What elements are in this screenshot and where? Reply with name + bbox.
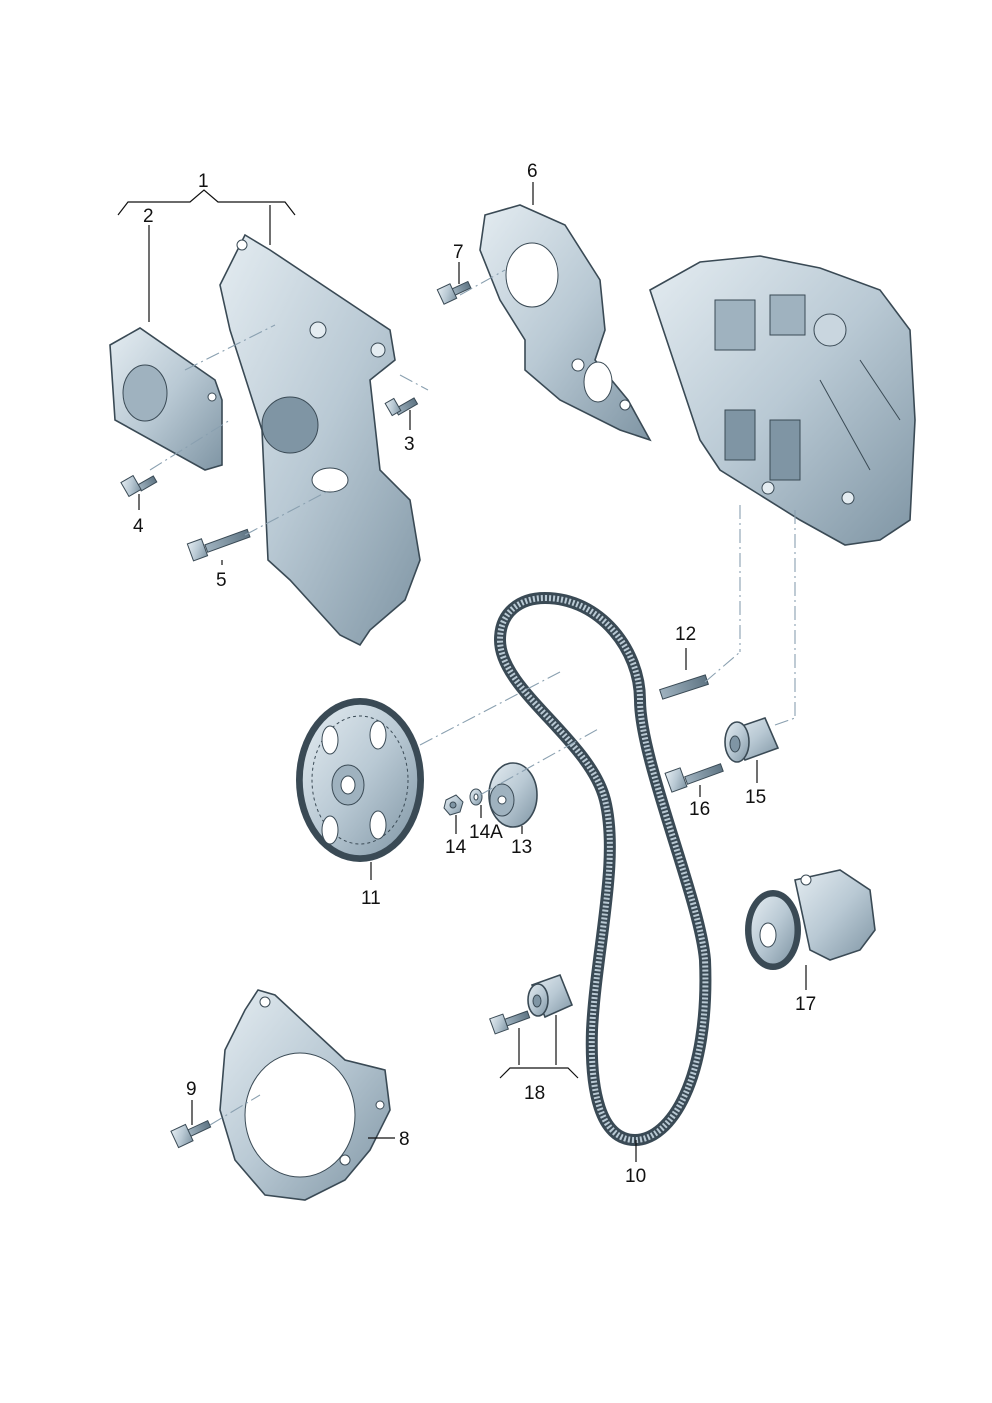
callout-10: 10 — [625, 1166, 646, 1187]
callout-17: 17 — [795, 994, 816, 1015]
callout-2: 2 — [143, 206, 154, 227]
engine-block-illustration — [649, 255, 916, 546]
leader-lines — [117, 182, 807, 1162]
callout-1: 1 — [198, 171, 209, 192]
rear-timing-cover-illustration — [479, 204, 652, 442]
callout-13: 13 — [511, 837, 532, 858]
tensioner-washer-illustration — [469, 788, 483, 806]
camshaft-sprocket-illustration — [296, 698, 424, 862]
cover-cap-illustration — [109, 327, 223, 471]
callout-7: 7 — [453, 242, 464, 263]
callout-14: 14 — [445, 837, 467, 858]
callout-18: 18 — [524, 1083, 545, 1104]
water-pump-illustration — [745, 869, 876, 970]
bolt-9-illustration — [170, 1119, 212, 1149]
idler-roller-illustration — [724, 717, 780, 763]
tensioner-roller-illustration — [488, 762, 538, 828]
assembly-guide-lines — [149, 269, 796, 1126]
bolt-7-illustration — [436, 280, 472, 305]
callout-5: 5 — [216, 570, 227, 591]
bolt-3-illustration — [384, 397, 419, 417]
callout-16: 16 — [689, 799, 710, 820]
guide-roller-illustration — [489, 973, 574, 1035]
callout-12: 12 — [675, 624, 696, 645]
callout-3: 3 — [404, 434, 415, 455]
bolt-4-illustration — [120, 474, 158, 498]
callout-4: 4 — [133, 516, 144, 537]
timing-belt-illustration — [493, 591, 712, 1147]
tensioner-nut-illustration — [443, 794, 464, 816]
callout-11: 11 — [361, 888, 381, 909]
callout-9: 9 — [186, 1079, 197, 1100]
lower-timing-cover-illustration — [219, 989, 391, 1201]
callout-14a: 14A — [469, 822, 503, 843]
callout-15: 15 — [745, 787, 766, 808]
callout-6: 6 — [527, 161, 538, 182]
upper-timing-cover-illustration — [219, 233, 421, 647]
stud-illustration — [658, 674, 710, 700]
callout-8: 8 — [399, 1129, 410, 1150]
callout-labels: 1 2 3 4 5 6 7 8 9 10 11 12 13 14 14A 15 … — [133, 161, 816, 1187]
bolt-5-illustration — [186, 528, 251, 562]
bolt-16-illustration — [664, 763, 724, 793]
